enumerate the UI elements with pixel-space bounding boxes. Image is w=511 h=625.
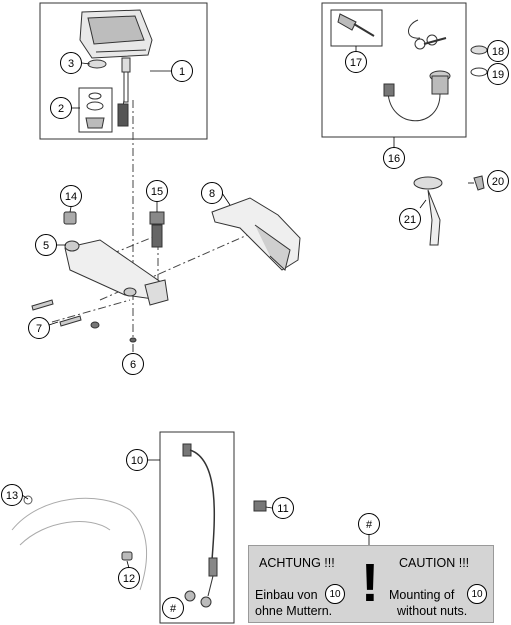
screw-6 xyxy=(129,337,137,343)
callout-2: 2 xyxy=(50,97,72,119)
switch-15-drawing xyxy=(149,211,165,248)
callout-21-label: 21 xyxy=(404,214,416,226)
callout-20-label: 20 xyxy=(492,176,504,188)
part2-frame xyxy=(78,87,113,133)
cap-21-drawing xyxy=(413,176,443,246)
callout-12-label: 12 xyxy=(123,573,135,585)
callout-7: 7 xyxy=(28,317,50,339)
holder-8-drawing xyxy=(211,197,301,271)
achtung-heading: ACHTUNG !!! xyxy=(259,556,335,570)
cable-10-drawing xyxy=(182,443,218,608)
callout-6-label: 6 xyxy=(130,359,136,371)
callout-14: 14 xyxy=(60,185,82,207)
caution-heading: CAUTION !!! xyxy=(399,556,470,570)
key-20 xyxy=(473,175,485,191)
fairing-13-drawing xyxy=(11,495,148,591)
callout-11-label: 11 xyxy=(277,503,288,515)
washer-3 xyxy=(87,59,107,69)
callout-5-label: 5 xyxy=(43,240,49,252)
callout-10-label: 10 xyxy=(131,455,143,467)
speedo-connector-drawing xyxy=(117,99,129,127)
callout-hash-note: # xyxy=(358,513,380,535)
lock-cylinder-17 xyxy=(337,13,375,37)
speedometer-group-frame xyxy=(39,2,208,140)
note-de-line2: ohne Muttern. xyxy=(255,604,333,618)
bracket-5-drawing xyxy=(64,239,169,306)
callout-2-label: 2 xyxy=(58,103,64,115)
callout-18-label: 18 xyxy=(492,46,504,58)
callout-7-label: 7 xyxy=(36,323,42,335)
keys-drawing xyxy=(408,19,447,50)
callout-17: 17 xyxy=(345,51,367,73)
callout-12: 12 xyxy=(118,567,140,589)
callout-hash-box: # xyxy=(162,597,184,619)
bolts-7-drawing xyxy=(31,299,100,329)
callout-11: 11 xyxy=(272,497,294,519)
callout-15-label: 15 xyxy=(151,186,163,198)
part2-grommet xyxy=(85,117,105,129)
callout-5: 5 xyxy=(35,234,57,256)
part17-frame xyxy=(330,9,383,47)
warning-note: ACHTUNG !!! CAUTION !!! Einbau von 10 oh… xyxy=(248,545,494,623)
callout-13-label: 13 xyxy=(6,490,18,502)
callout-13: 13 xyxy=(1,484,23,506)
callout-3-label: 3 xyxy=(68,58,74,70)
callout-18: 18 xyxy=(487,40,509,62)
exclamation-mark: ! xyxy=(361,553,379,613)
callout-16: 16 xyxy=(383,147,405,169)
callout-3: 3 xyxy=(60,52,82,74)
cable-group-frame xyxy=(159,431,235,624)
note-de-line1: Einbau von xyxy=(255,588,318,602)
note-de-ref: 10 xyxy=(325,584,345,604)
ignition-switch-drawing xyxy=(383,70,451,122)
note-en-line1: Mounting of xyxy=(389,588,455,602)
callout-20: 20 xyxy=(487,170,509,192)
grommet-12 xyxy=(121,551,133,561)
callout-19-label: 19 xyxy=(492,69,504,81)
note-en-line2: without nuts. xyxy=(397,604,468,618)
callout-19: 19 xyxy=(487,63,509,85)
callout-circles: 1 2 3 5 6 7 8 10 11 12 13 14 15 16 17 18… xyxy=(1,40,509,619)
part2-ring-large xyxy=(86,101,104,111)
callout-hash-box-label: # xyxy=(170,603,177,615)
part2-ring-small xyxy=(88,92,102,100)
alignment-lines xyxy=(51,100,271,338)
speedometer-drawing xyxy=(79,9,153,103)
washer-19 xyxy=(470,67,488,77)
callout-8: 8 xyxy=(201,182,223,204)
note-en-ref: 10 xyxy=(467,584,487,604)
washer-18 xyxy=(470,45,488,55)
callout-1-label: 1 xyxy=(179,66,185,78)
clip-11 xyxy=(253,500,267,512)
callout-hash-note-label: # xyxy=(366,519,373,531)
callout-1: 1 xyxy=(171,60,193,82)
callout-8-label: 8 xyxy=(209,188,215,200)
callout-17-label: 17 xyxy=(350,57,362,69)
callout-15: 15 xyxy=(146,180,168,202)
rubber-14 xyxy=(63,211,77,225)
callout-16-label: 16 xyxy=(388,153,400,165)
callout-21: 21 xyxy=(399,208,421,230)
callout-14-label: 14 xyxy=(65,191,77,203)
callout-10: 10 xyxy=(126,449,148,471)
callout-6: 6 xyxy=(122,353,144,375)
